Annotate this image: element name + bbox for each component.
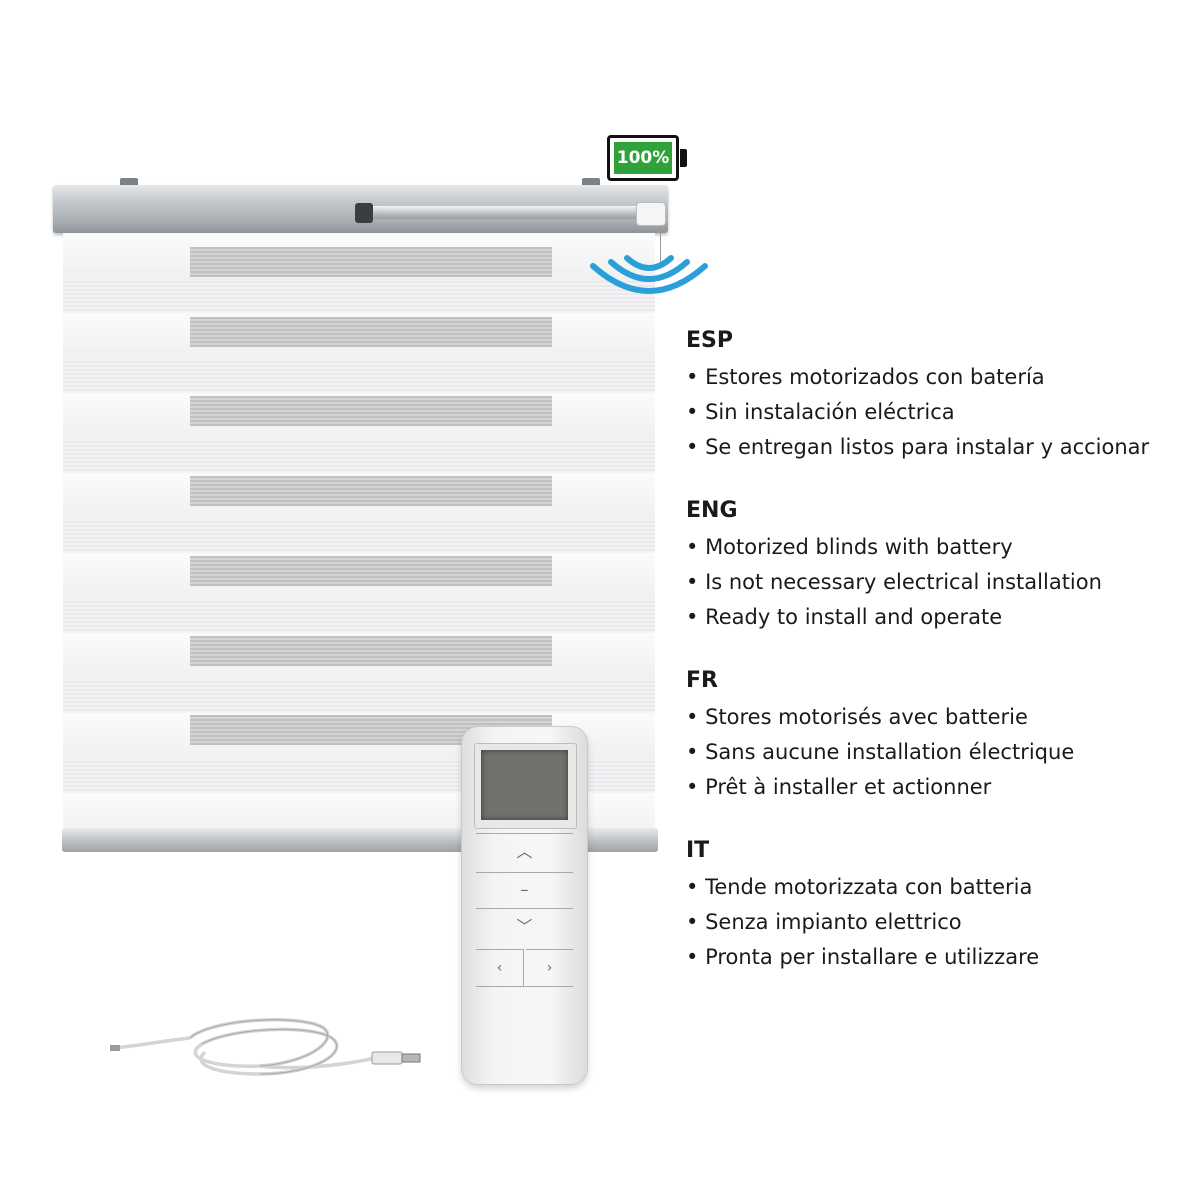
remote-divider <box>476 986 573 987</box>
feature-line: Ready to install and operate <box>686 600 1186 635</box>
feature-list: ESP Estores motorizados con batería Sin … <box>686 326 1186 1006</box>
fabric-sheer <box>63 441 655 473</box>
fabric-sheer <box>63 681 655 713</box>
remote-stop-button[interactable]: – <box>476 872 573 905</box>
feature-line: Sans aucune installation électrique <box>686 735 1186 770</box>
remote-left-button[interactable]: ‹ <box>476 949 524 986</box>
language-code: FR <box>686 668 718 693</box>
feature-line: Prêt à installer et actionner <box>686 770 1186 805</box>
usb-plug <box>371 1051 403 1065</box>
battery-tip <box>680 149 687 167</box>
language-section-fr: FR Stores motorisés avec batterie Sans a… <box>686 666 1186 805</box>
fabric-sheer <box>63 601 655 633</box>
feature-line: Estores motorizados con batería <box>686 360 1186 395</box>
language-section-eng: ENG Motorized blinds with battery Is not… <box>686 496 1186 635</box>
fabric-sheer <box>63 281 655 313</box>
motor-receiver <box>636 202 666 226</box>
feature-line: Pronta per installare e utilizzare <box>686 940 1186 975</box>
fabric-shadow <box>190 556 552 586</box>
feature-line: Tende motorizzata con batteria <box>686 870 1186 905</box>
fabric-shadow <box>190 396 552 426</box>
remote-screen-frame <box>474 743 577 829</box>
language-code: ENG <box>686 498 738 523</box>
battery-icon: 100% <box>607 135 679 181</box>
feature-line: Se entregan listos para instalar y accio… <box>686 430 1186 465</box>
language-section-it: IT Tende motorizzata con batteria Senza … <box>686 836 1186 975</box>
fabric-shadow <box>190 247 552 277</box>
mounting-bracket-left <box>120 178 138 188</box>
remote-up-button[interactable]: ︿ <box>476 833 573 866</box>
feature-line: Is not necessary electrical installation <box>686 565 1186 600</box>
mounting-bracket-right <box>582 178 600 188</box>
fabric-sheer <box>63 521 655 553</box>
motor-end-cap <box>355 203 373 223</box>
remote-lcd-screen <box>481 750 568 820</box>
blind-motor-tube <box>358 206 658 219</box>
zebra-blind-fabric <box>63 233 655 828</box>
feature-line: Senza impianto elettrico <box>686 905 1186 940</box>
feature-line: Motorized blinds with battery <box>686 530 1186 565</box>
remote-right-button[interactable]: › <box>526 949 573 986</box>
feature-line: Sin instalación eléctrica <box>686 395 1186 430</box>
usb-cable <box>110 1018 421 1076</box>
fabric-sheer <box>63 361 655 393</box>
antenna-cord <box>660 225 661 265</box>
fabric-shadow <box>190 317 552 347</box>
fabric-shadow <box>190 636 552 666</box>
language-section-esp: ESP Estores motorizados con batería Sin … <box>686 326 1186 465</box>
language-code: ESP <box>686 328 733 353</box>
remote-control: ︿ – ﹀ ‹ › <box>462 727 587 1084</box>
fabric-shadow <box>190 476 552 506</box>
feature-line: Stores motorisés avec batterie <box>686 700 1186 735</box>
battery-level-label: 100% <box>614 142 672 174</box>
language-code: IT <box>686 838 710 863</box>
remote-down-button[interactable]: ﹀ <box>476 908 573 941</box>
wireless-signal-icon <box>590 255 708 294</box>
